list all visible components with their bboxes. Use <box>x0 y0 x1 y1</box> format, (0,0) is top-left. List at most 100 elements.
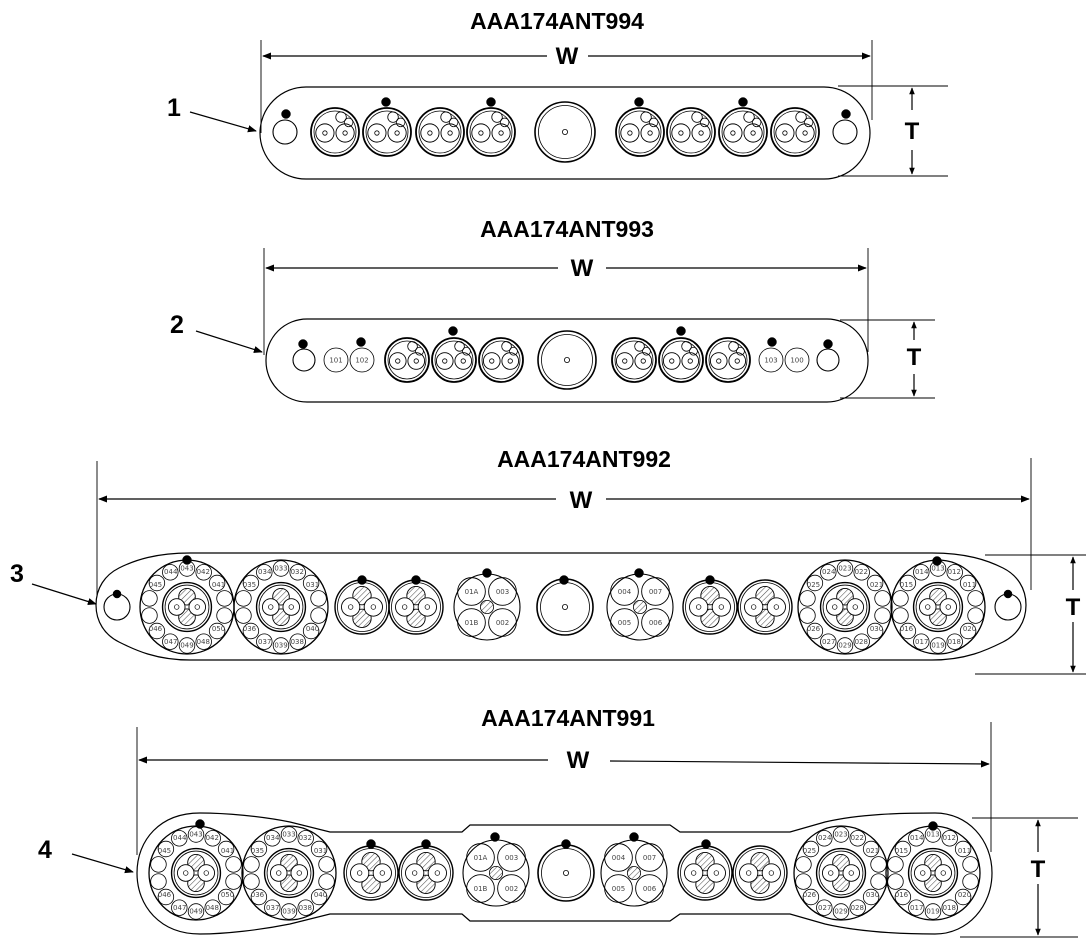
outer-ring-label: 046 <box>158 891 172 899</box>
cable-1: AAA174ANT994 W T 1 <box>167 8 948 180</box>
cable-4-part-number: AAA174ANT991 <box>481 705 655 731</box>
outer-ring-label: 024 <box>822 568 836 576</box>
small-conductor <box>784 347 810 373</box>
twisted-pair-module <box>718 107 768 157</box>
outer-ring-label: 045 <box>158 847 171 855</box>
pair-wire <box>723 123 743 143</box>
quad-wire-core <box>848 870 854 876</box>
module-shield <box>313 110 357 154</box>
twisted-pair-module <box>431 337 477 383</box>
group-conductor-label: 002 <box>496 619 509 627</box>
outer-ring-label: 029 <box>838 642 851 650</box>
quad-wire-core <box>713 870 719 876</box>
outer-ring-conductor <box>318 856 335 873</box>
pair-wire-core <box>698 130 704 136</box>
outer-ring-conductor <box>225 873 242 890</box>
pair-wire <box>634 352 653 370</box>
outer-ring-label: 016 <box>900 625 914 633</box>
module-shield <box>822 584 868 630</box>
outer-ring-conductor <box>204 899 221 916</box>
twisted-pair-module <box>658 337 704 383</box>
outer-ring-conductor <box>242 574 260 592</box>
pair-wire <box>620 123 640 143</box>
outer-ring-conductor <box>264 899 281 916</box>
quad-wire-core <box>370 604 376 610</box>
pair-wire-core <box>734 358 740 364</box>
conductor-bundle <box>233 559 329 655</box>
marker-dot <box>182 555 192 565</box>
outer-ring-conductor <box>310 607 327 624</box>
outer-ring-label: 017 <box>910 904 923 912</box>
twisted-pair-module <box>611 337 657 383</box>
outer-ring-label: 033 <box>282 831 295 839</box>
outer-ring-label: 038 <box>299 904 312 912</box>
conductor-bundle <box>241 825 337 921</box>
outer-ring-conductor <box>208 622 226 640</box>
group-conductor-label: 01A <box>474 854 488 862</box>
group-conductor <box>466 843 495 872</box>
conductor-bundle <box>148 825 244 921</box>
callout-4-leader <box>71 853 134 874</box>
outer-ring-conductor <box>892 607 909 624</box>
outer-ring-conductor <box>280 903 298 920</box>
group-center-hatched <box>479 600 494 615</box>
pair-wire <box>615 352 634 370</box>
outer-ring-conductor <box>820 633 837 650</box>
twisted-pair-module <box>415 107 465 157</box>
drain-wire <box>795 111 807 123</box>
quad-wire-core <box>945 604 951 610</box>
group-conductor <box>466 874 495 903</box>
outer-ring-conductor <box>832 826 850 843</box>
group-conductor <box>488 608 517 637</box>
outer-ring-label: 048 <box>197 638 210 646</box>
solid-conductor <box>832 119 858 145</box>
group-conductor-label: 007 <box>643 854 656 862</box>
pair-wire-core <box>413 358 419 364</box>
outer-ring-label: 045 <box>149 581 162 589</box>
pair-wire-core <box>678 130 684 136</box>
outer-ring-conductor <box>204 830 221 847</box>
outer-ring-conductor <box>150 873 167 890</box>
quad-wire-core <box>751 604 757 610</box>
coax-conductor <box>534 101 596 163</box>
drain-wire <box>448 117 459 128</box>
quad-wire-core <box>696 604 702 610</box>
outer-ring-label: 035 <box>251 847 264 855</box>
outer-ring-label: 030 <box>866 891 879 899</box>
outer-ring-label: 042 <box>197 568 210 576</box>
outer-ring-conductor <box>310 888 328 906</box>
drain-wire <box>440 111 452 123</box>
marker-dot <box>559 575 569 585</box>
outer-ring-conductor <box>967 590 984 607</box>
group-conductor-label: 006 <box>649 619 663 627</box>
marker-dot <box>823 339 833 349</box>
w-dimension-label: W <box>571 255 594 282</box>
outer-ring-label: 014 <box>910 834 924 842</box>
drain-wire <box>491 111 503 123</box>
pair-wire-core <box>730 130 736 136</box>
pair-wire <box>482 352 501 370</box>
pair-wire <box>388 352 407 370</box>
outer-ring-label: 013 <box>931 565 944 573</box>
marker-dot <box>490 832 500 842</box>
quad-wire <box>846 598 865 616</box>
small-conductor-label: 101 <box>329 356 342 364</box>
pair-wire <box>671 123 691 143</box>
quad-wire <box>282 598 301 616</box>
outer-ring-label: 047 <box>173 904 186 912</box>
drain-wire <box>699 117 710 128</box>
marker-dot <box>482 568 492 578</box>
outer-ring-conductor <box>887 856 904 873</box>
drain-wire <box>343 117 354 128</box>
outer-ring-conductor <box>256 564 273 581</box>
callout-2: 2 <box>170 311 184 339</box>
outer-ring-label: 042 <box>206 834 219 842</box>
outer-ring-label: 021 <box>870 581 883 589</box>
quad-wire-core <box>357 870 363 876</box>
outer-ring-conductor <box>959 574 977 592</box>
marker-dot <box>366 839 376 849</box>
outer-ring-label: 035 <box>243 581 256 589</box>
outer-ring-label: 012 <box>948 568 961 576</box>
drain-wire <box>803 117 814 128</box>
